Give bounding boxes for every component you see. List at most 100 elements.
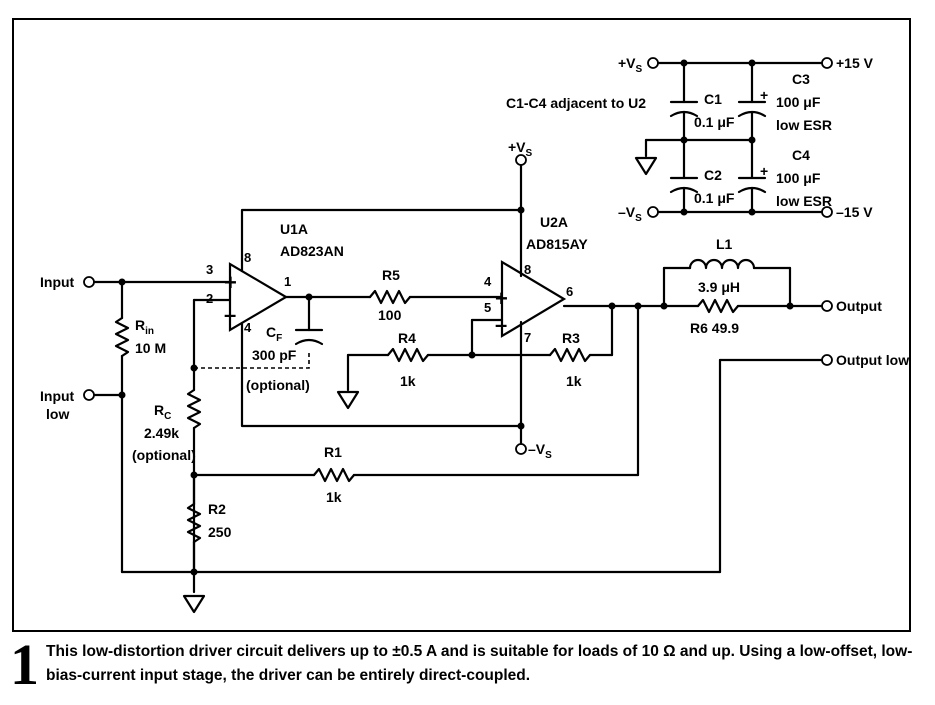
negative-supply-label: –VS <box>618 204 642 224</box>
junction-dot <box>680 136 688 144</box>
plus-15v-label: +15 V <box>836 55 874 71</box>
u1a-opamp <box>228 262 289 332</box>
u2a-pin-5: 5 <box>484 300 491 315</box>
u1a-pin-8: 8 <box>244 250 251 265</box>
u2a-negative-supply-label: –VS <box>528 441 552 461</box>
negative-supply-terminal[interactable] <box>647 206 659 218</box>
decoupling-wiring <box>634 61 824 214</box>
rin-label: Rin 10 M <box>135 317 166 356</box>
svg-text:1k: 1k <box>400 373 416 389</box>
output-wiring <box>562 258 824 314</box>
u2a-opamp <box>500 260 567 338</box>
svg-text:(optional): (optional) <box>246 377 310 393</box>
junction-dot <box>660 302 668 310</box>
svg-text:100: 100 <box>378 307 402 323</box>
r3-label: R3 1k <box>562 330 582 389</box>
svg-text:250: 250 <box>208 524 232 540</box>
u2a-pin-8: 8 <box>524 262 531 277</box>
rc-label: RC 2.49k (optional) <box>132 402 196 463</box>
svg-text:R2: R2 <box>208 501 226 517</box>
c3-polarity-mark: + <box>760 87 768 103</box>
supply-note: C1-C4 adjacent to U2 <box>506 95 646 111</box>
svg-text:CF: CF <box>266 324 282 344</box>
u1a-pin-3: 3 <box>206 262 213 277</box>
u1a-part: AD823AN <box>280 243 344 259</box>
c2-label: C2 0.1 μF <box>694 167 735 206</box>
u1a-output-wiring <box>284 289 504 346</box>
junction-dot <box>680 208 688 216</box>
plus-15v-terminal[interactable] <box>821 57 833 69</box>
svg-text:1k: 1k <box>326 489 342 505</box>
r4-label: R4 1k <box>398 330 416 389</box>
junction-dot <box>468 351 476 359</box>
svg-text:2.49k: 2.49k <box>144 425 179 441</box>
junction-dot <box>190 364 198 372</box>
svg-text:C4: C4 <box>792 147 810 163</box>
u2a-part: AD815AY <box>526 236 588 252</box>
svg-text:R4: R4 <box>398 330 416 346</box>
cf-label: CF 300 pF (optional) <box>246 324 310 393</box>
svg-text:R3: R3 <box>562 330 580 346</box>
svg-text:R1: R1 <box>324 444 342 460</box>
u2a-pin-6: 6 <box>566 284 573 299</box>
svg-text:C2: C2 <box>704 167 722 183</box>
junction-dot <box>634 302 642 310</box>
r1-label: R1 1k <box>324 444 342 505</box>
u1a-inverting-sign: – <box>224 302 236 327</box>
junction-dot <box>786 302 794 310</box>
u1a-noninverting-sign: + <box>224 270 237 295</box>
svg-text:C3: C3 <box>792 71 810 87</box>
r6-label: R6 49.9 <box>690 320 739 336</box>
input-low-label-line2: low <box>46 406 69 422</box>
u2a-noninverting-sign: + <box>495 286 508 311</box>
u1a-supply-wiring <box>240 208 523 428</box>
u1a-pin-2: 2 <box>206 291 213 306</box>
u2a-positive-supply-terminal[interactable] <box>515 154 527 166</box>
junction-dot <box>517 206 525 214</box>
l1-label: L1 3.9 μH <box>698 236 740 295</box>
u2a-ref: U2A <box>540 214 568 230</box>
junction-dot <box>305 293 313 301</box>
junction-dot <box>608 302 616 310</box>
input-terminal[interactable] <box>83 276 95 288</box>
svg-text:0.1 μF: 0.1 μF <box>694 190 735 206</box>
svg-text:100 μF: 100 μF <box>776 170 821 186</box>
schematic-figure: Input Input low Output low Rin 10 M RC 2… <box>12 18 911 632</box>
junction-dot <box>118 391 126 399</box>
svg-text:RC: RC <box>154 402 171 422</box>
svg-text:R6 49.9: R6 49.9 <box>690 320 739 336</box>
c3-label: C3 100 μF low ESR <box>776 71 832 133</box>
svg-text:(optional): (optional) <box>132 447 196 463</box>
svg-text:3.9 μH: 3.9 μH <box>698 279 740 295</box>
u2a-positive-supply-label: +VS <box>508 139 533 159</box>
c4-label: C4 100 μF low ESR <box>776 147 832 209</box>
figure-number: 1 <box>10 632 39 697</box>
output-low-terminal[interactable] <box>821 354 833 366</box>
svg-text:0.1 μF: 0.1 μF <box>694 114 735 130</box>
r2-label: R2 250 <box>208 501 232 540</box>
minus-15v-label: –15 V <box>836 204 873 220</box>
caption-text: This low-distortion driver circuit deliv… <box>46 643 913 684</box>
circuit-schematic: Input Input low Output low Rin 10 M RC 2… <box>40 55 909 614</box>
svg-text:100 μF: 100 μF <box>776 94 821 110</box>
input-low-terminal[interactable] <box>83 389 95 401</box>
r5-label: R5 100 <box>378 267 402 323</box>
svg-text:1k: 1k <box>566 373 582 389</box>
c1-label: C1 0.1 μF <box>694 91 735 130</box>
u2a-pin-7: 7 <box>524 330 531 345</box>
output-label: Output <box>836 298 882 314</box>
u2a-inverting-sign: – <box>495 312 507 337</box>
input-label: Input <box>40 274 75 290</box>
ground-symbol <box>182 594 206 614</box>
u1a-ref: U1A <box>280 221 308 237</box>
output-terminal[interactable] <box>821 300 833 312</box>
junction-dot <box>748 59 756 67</box>
u1a-pin-4: 4 <box>244 320 252 335</box>
positive-supply-label: +VS <box>618 55 643 75</box>
u2a-negative-supply-terminal[interactable] <box>515 443 527 455</box>
u2a-pin-4: 4 <box>484 274 492 289</box>
minus-15v-terminal[interactable] <box>821 206 833 218</box>
positive-supply-terminal[interactable] <box>647 57 659 69</box>
c4-polarity-mark: + <box>760 163 768 179</box>
svg-text:L1: L1 <box>716 236 733 252</box>
